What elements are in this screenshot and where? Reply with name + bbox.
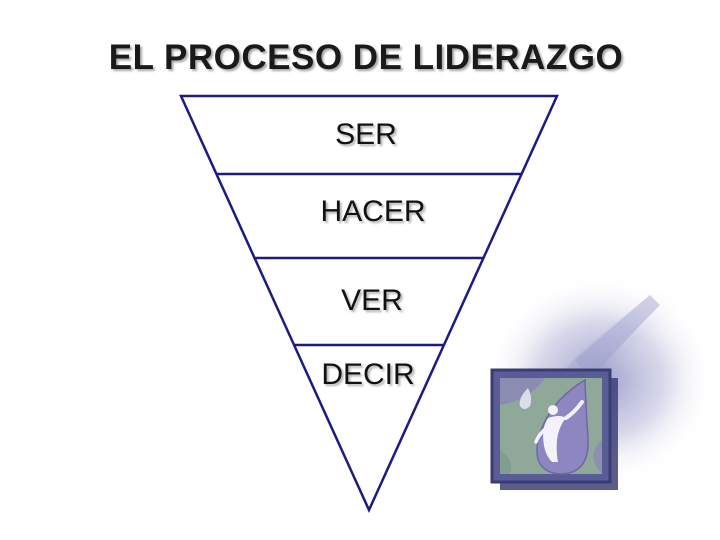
pyramid-level-hacer: HACER [320, 195, 426, 228]
slide-title: EL PROCESO DE LIDERAZGO [108, 38, 624, 77]
pyramid-level-decir: DECIR [321, 358, 415, 391]
pyramid-level-ver: VER [341, 284, 403, 317]
pyramid-level-ser: SER [335, 118, 397, 151]
person-in-drop-icon [485, 275, 715, 490]
pyramid-outline [179, 94, 559, 514]
